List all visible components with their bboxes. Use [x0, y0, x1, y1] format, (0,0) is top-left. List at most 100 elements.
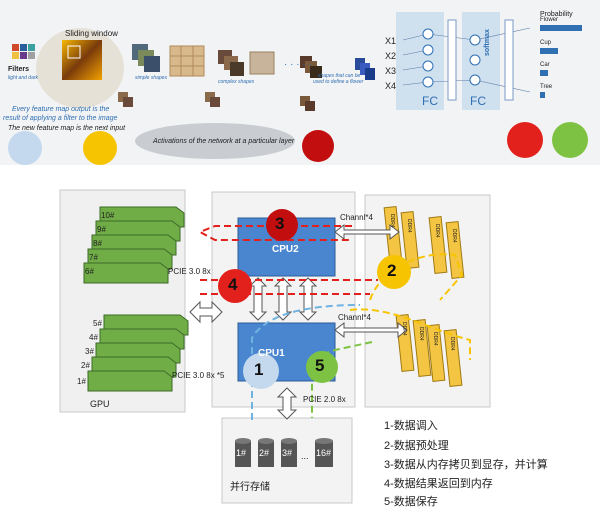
- gpu-caption: GPU: [90, 399, 110, 409]
- caption-line-1: Every feature map output is the: [12, 106, 110, 113]
- feature-grid: [169, 45, 205, 77]
- channel-arrow-bottom: [334, 321, 408, 339]
- cpu1-label: CPU1: [258, 348, 285, 359]
- disk-cylinders: [235, 438, 333, 467]
- step-badge-2: [377, 255, 411, 289]
- feature-maps-small: [118, 92, 315, 111]
- step-circle-top-1: [8, 131, 42, 165]
- class-cup: Cup: [540, 40, 552, 46]
- step-number-3: 3: [275, 214, 285, 233]
- gpu-cards-bottom: [87, 314, 189, 392]
- sliding-window-label: Sliding window: [65, 29, 118, 38]
- pcie-top-label: PCIE 3.0 8x: [168, 267, 211, 276]
- softmax-label: softmax: [484, 29, 491, 56]
- ddr-label-bottom-1: DDR4: [401, 322, 407, 336]
- step-badge-4: [218, 269, 252, 303]
- filter-swatch: [20, 52, 27, 59]
- disk-label-3: 3#: [282, 448, 293, 458]
- gpu-cpu-arrow: [189, 300, 223, 324]
- legend-item-1: 1-数据调入: [384, 420, 438, 432]
- fc-block-2: [462, 12, 500, 110]
- gpu-cards-top: [83, 206, 185, 284]
- step-circle-top-3: [302, 130, 334, 162]
- gpu-label-3: 3#: [85, 347, 94, 356]
- input-x3: X3: [385, 66, 397, 76]
- legend-item-5: 5-数据保存: [384, 496, 438, 508]
- legend-item-2: 2-数据预处理: [384, 440, 449, 452]
- filter-swatch: [20, 44, 27, 51]
- feature-maps-1: [132, 44, 160, 72]
- gpu-label-5: 5#: [93, 319, 102, 328]
- filter-swatch: [12, 44, 19, 51]
- input-x1: X1: [385, 36, 397, 46]
- gpu-label-1: 1#: [77, 377, 86, 386]
- probability-label: Probability: [540, 11, 573, 18]
- cpu-storage-arrow: [276, 387, 298, 420]
- step-number-2: 2: [387, 261, 397, 280]
- flower-shapes-label-2: used to define a flower: [313, 79, 364, 85]
- step-circle-top-4: [507, 122, 543, 158]
- prob-bar-tree: [540, 92, 545, 98]
- step-number-1: 1: [254, 360, 264, 379]
- filters-label: Filters: [8, 66, 30, 73]
- disk-ellipsis: ...: [301, 451, 309, 461]
- ddr-label-top-3: DDR4: [434, 224, 440, 238]
- prob-bar-cup: [540, 48, 558, 54]
- ddr-label-top-1: DDR4: [389, 214, 395, 228]
- caption-line-2: result of applying a filter to the image: [3, 115, 118, 122]
- fc-nodes: [422, 28, 481, 88]
- flow-step2-path-b: [349, 308, 471, 360]
- channel-top-label: Channl*4: [340, 213, 373, 222]
- fc-label-2: FC: [470, 94, 486, 108]
- pcie-storage-label: PCIE 2.0 8x: [303, 395, 346, 404]
- pcie-bottom-label: PCIE 3.0 8x *5: [172, 371, 225, 380]
- fc-label-1: FC: [422, 94, 438, 108]
- channel-arrow-top: [334, 223, 400, 241]
- input-x2: X2: [385, 51, 397, 61]
- cpu2-label: CPU2: [272, 244, 299, 255]
- input-x4: X4: [385, 81, 397, 91]
- channel-bottom-label: Channl*4: [338, 313, 371, 322]
- gpu-label-4: 4#: [89, 333, 98, 342]
- relu-bar: [447, 19, 457, 101]
- activation-ellipse: [135, 123, 295, 159]
- complex-shapes-label: complex shapes: [218, 79, 255, 85]
- filters-sub-label: light and dark: [8, 75, 39, 81]
- ddr-label-bottom-2: DDR4: [418, 327, 424, 341]
- filter-swatch: [28, 52, 35, 59]
- cnn-illustration: [8, 12, 588, 165]
- fc-block-1: [396, 12, 444, 110]
- step-badge-5: [306, 351, 338, 383]
- disk-label-16: 16#: [316, 448, 332, 458]
- gpu-label-8: 8#: [93, 239, 102, 248]
- disk-label-1: 1#: [236, 448, 247, 458]
- legend-item-4: 4-数据结果返回到内存: [384, 478, 493, 490]
- step-number-5: 5: [315, 356, 325, 375]
- filter-swatch: [28, 44, 35, 51]
- storage-label: 并行存储: [230, 482, 270, 493]
- class-flower: Flower: [540, 17, 559, 23]
- prob-bar-car: [540, 70, 548, 76]
- ddr-label-top-2: DDR4: [406, 219, 412, 233]
- simple-shapes-label: simple shapes: [135, 75, 167, 81]
- step-badge-3: [266, 209, 298, 241]
- ddr-label-bottom-3: DDR4: [432, 332, 438, 346]
- prob-bar-flower: [540, 25, 582, 31]
- qpi-arrows: [248, 277, 318, 321]
- ddr-modules-top: [383, 205, 465, 280]
- step-circle-top-5: [552, 122, 588, 158]
- disk-label-2: 2#: [259, 448, 270, 458]
- feature-maps-2: [218, 50, 244, 76]
- sunflower-image: [62, 40, 102, 80]
- gpu-label-9: 9#: [97, 225, 106, 234]
- feature-ellipsis: · · · · ·: [284, 59, 312, 70]
- step-circle-top-2: [83, 131, 117, 165]
- class-tree: Tree: [540, 84, 553, 90]
- feature-maps-3: [249, 51, 322, 78]
- ddr-label-bottom-4: DDR4: [449, 337, 455, 351]
- legend-item-3: 3-数据从内存拷贝到显存，并计算: [384, 459, 548, 471]
- gpu-label-10: 10#: [101, 211, 115, 220]
- activations-label: Activations of the network at a particul…: [153, 138, 295, 145]
- class-car: Car: [540, 62, 550, 68]
